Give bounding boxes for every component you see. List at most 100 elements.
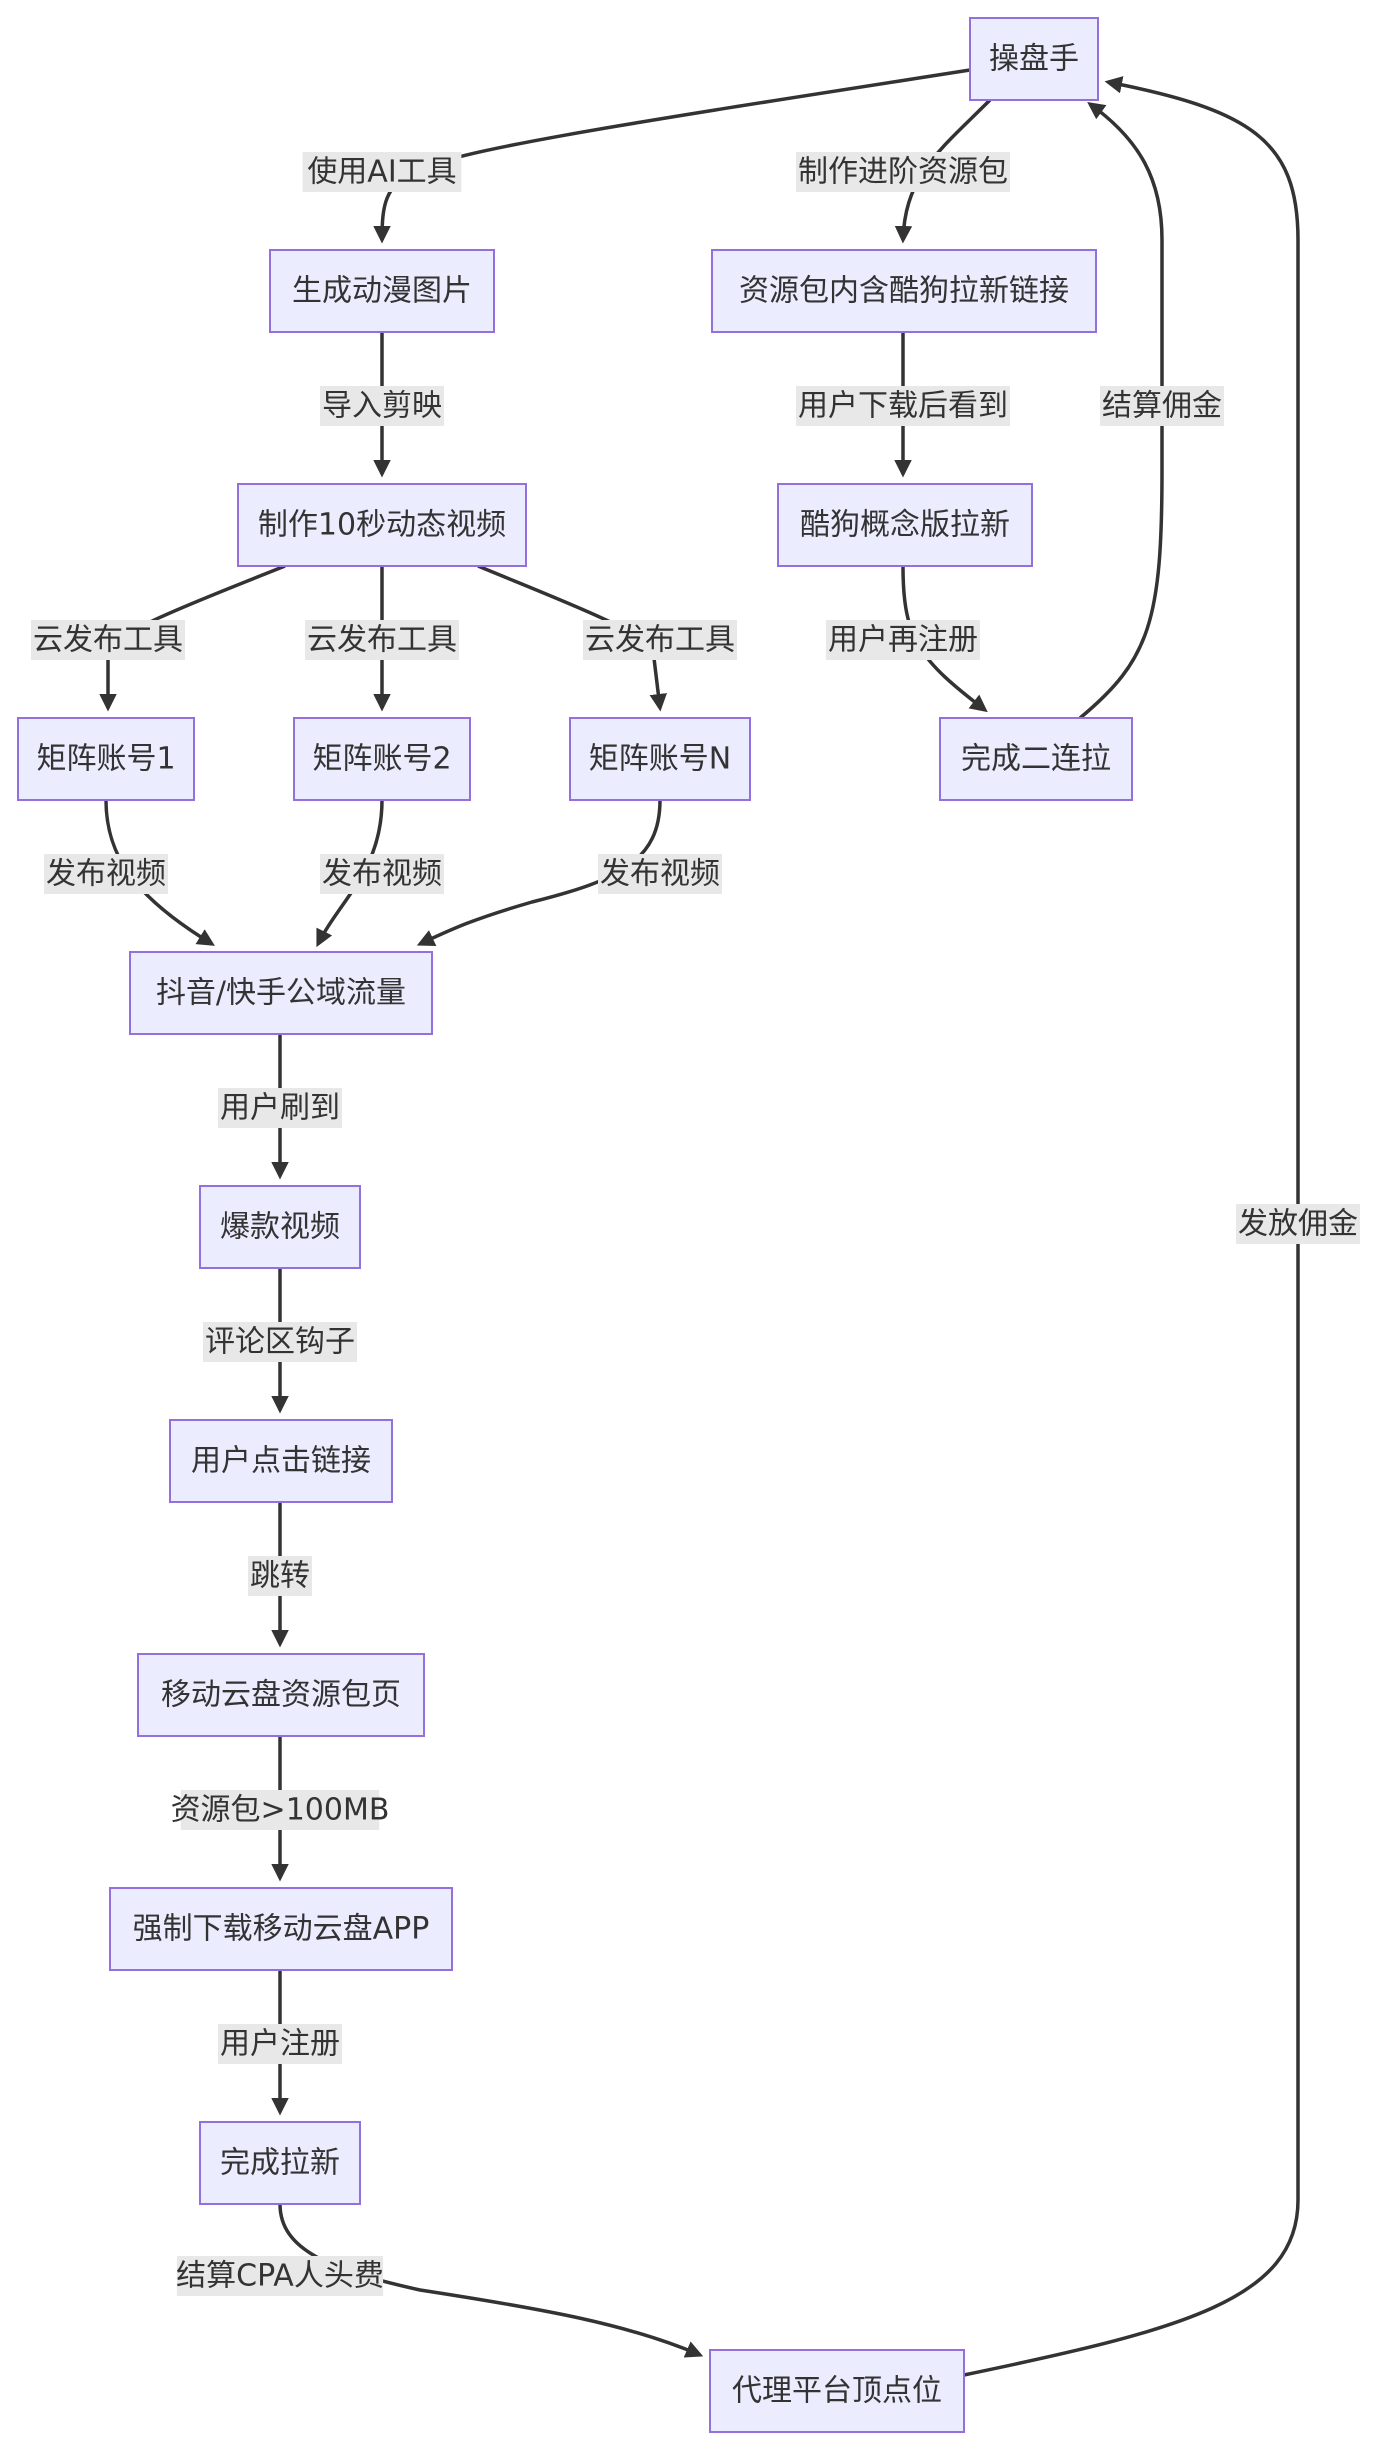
node-box	[969, 17, 1099, 101]
node-traffic: 抖音/快手公域流量	[129, 951, 433, 1035]
edge-label-make_video-to-acct1: 云发布工具	[31, 620, 185, 660]
edge-label-background	[1100, 386, 1224, 426]
edge-label-text: 云发布工具	[585, 623, 735, 658]
node-label: 抖音/快手公域流量	[156, 976, 406, 1011]
edge-label-background	[44, 854, 168, 894]
edge-label-background	[826, 620, 980, 660]
edge-label-background	[176, 2256, 384, 2296]
edge-label-text: 发布视频	[46, 857, 166, 892]
edge-label-text: 用户再注册	[828, 623, 978, 658]
node-force_download: 强制下载移动云盘APP	[109, 1887, 453, 1971]
edge-label-background	[1236, 1204, 1360, 1244]
node-box	[709, 2349, 965, 2433]
edge-label-background	[248, 1556, 312, 1596]
node-box	[711, 249, 1097, 333]
node-box	[199, 2121, 361, 2205]
node-label: 操盘手	[989, 42, 1079, 77]
edge-label-text: 用户刷到	[220, 1091, 340, 1126]
edge-label-make_video-to-acct2: 云发布工具	[305, 620, 459, 660]
edge-label-background	[583, 620, 737, 660]
edge-label-force_download-to-done_pull: 用户注册	[218, 2024, 342, 2064]
edge-label-text: 发布视频	[322, 857, 442, 892]
node-click_link: 用户点击链接	[169, 1419, 393, 1503]
node-acct2: 矩阵账号2	[293, 717, 471, 801]
node-label: 制作10秒动态视频	[258, 508, 506, 543]
node-box	[199, 1185, 361, 1269]
edge-done_pull-to-agent_platform	[278, 2203, 704, 2358]
edge-label-background	[320, 386, 444, 426]
node-label: 生成动漫图片	[292, 274, 472, 309]
node-second_pull: 完成二连拉	[939, 717, 1133, 801]
node-kugou: 酷狗概念版拉新	[777, 483, 1033, 567]
edge-label-acctN-to-traffic: 发布视频	[598, 854, 722, 894]
edge-label-cloud_page-to-force_download: 资源包>100MB	[171, 1790, 389, 1830]
node-label: 强制下载移动云盘APP	[133, 1912, 430, 1947]
node-box	[777, 483, 1033, 567]
edge-agent_platform-to-operator	[963, 76, 1300, 2377]
edge-label-traffic-to-viral: 用户刷到	[218, 1088, 342, 1128]
node-label: 用户点击链接	[191, 1444, 371, 1479]
node-acct1: 矩阵账号1	[17, 717, 195, 801]
edge-operator-to-gen_anime	[373, 68, 971, 244]
node-label: 酷狗概念版拉新	[800, 508, 1010, 543]
edge-label-agent_platform-to-operator: 发放佣金	[1236, 1204, 1360, 1244]
node-acctN: 矩阵账号N	[569, 717, 751, 801]
edge-label-acct2-to-traffic: 发布视频	[320, 854, 444, 894]
edge-label-background	[796, 152, 1010, 192]
node-cloud_page: 移动云盘资源包页	[137, 1653, 425, 1737]
edge-label-text: 云发布工具	[33, 623, 183, 658]
node-label: 矩阵账号N	[589, 742, 731, 777]
node-label: 爆款视频	[220, 1210, 340, 1245]
node-box	[17, 717, 195, 801]
node-label: 完成拉新	[220, 2146, 340, 2181]
edge-label-background	[180, 1790, 380, 1830]
edge-label-second_pull-to-operator: 结算佣金	[1100, 386, 1224, 426]
edge-acctN-to-traffic	[416, 799, 662, 947]
node-label: 代理平台顶点位	[732, 2374, 942, 2409]
node-operator: 操盘手	[969, 17, 1099, 101]
edge-second_pull-to-operator	[1078, 101, 1164, 720]
edge-label-kugou-to-second_pull: 用户再注册	[826, 620, 980, 660]
node-box	[237, 483, 527, 567]
node-box	[109, 1887, 453, 1971]
edge-label-text: 发放佣金	[1238, 1207, 1358, 1242]
edge-label-make_video-to-acctN: 云发布工具	[583, 620, 737, 660]
node-resource_pack: 资源包内含酷狗拉新链接	[711, 249, 1097, 333]
node-box	[137, 1653, 425, 1737]
edge-label-acct1-to-traffic: 发布视频	[44, 854, 168, 894]
node-label: 矩阵账号2	[312, 742, 451, 777]
edge-label-resource_pack-to-kugou: 用户下载后看到	[796, 386, 1010, 426]
edge-label-text: 制作进阶资源包	[798, 155, 1008, 190]
edge-label-text: 用户注册	[220, 2027, 340, 2062]
node-box	[939, 717, 1133, 801]
edge-label-text: 评论区钩子	[205, 1325, 355, 1360]
node-viral: 爆款视频	[199, 1185, 361, 1269]
node-agent_platform: 代理平台顶点位	[709, 2349, 965, 2433]
edge-label-background	[218, 1088, 342, 1128]
node-box	[129, 951, 433, 1035]
edge-label-done_pull-to-agent_platform: 结算CPA人头费	[176, 2256, 384, 2296]
edge-label-background	[305, 620, 459, 660]
edge-label-text: 结算佣金	[1102, 389, 1222, 424]
edge-label-background	[203, 1322, 357, 1362]
edge-label-text: 跳转	[250, 1559, 310, 1594]
edge-label-click_link-to-cloud_page: 跳转	[248, 1556, 312, 1596]
edge-label-background	[31, 620, 185, 660]
edge-label-text: 云发布工具	[307, 623, 457, 658]
node-label: 资源包内含酷狗拉新链接	[739, 274, 1069, 309]
edge-label-viral-to-click_link: 评论区钩子	[203, 1322, 357, 1362]
edge-label-gen_anime-to-make_video: 导入剪映	[320, 386, 444, 426]
edge-label-text: 用户下载后看到	[798, 389, 1008, 424]
edge-label-background	[320, 854, 444, 894]
edge-label-operator-to-resource_pack: 制作进阶资源包	[796, 152, 1010, 192]
edge-label-background	[218, 2024, 342, 2064]
node-make_video: 制作10秒动态视频	[237, 483, 527, 567]
node-gen_anime: 生成动漫图片	[269, 249, 495, 333]
edge-label-text: 使用AI工具	[307, 155, 456, 190]
edge-label-text: 导入剪映	[322, 389, 442, 424]
edge-label-background	[302, 152, 462, 192]
edge-label-text: 发布视频	[600, 857, 720, 892]
